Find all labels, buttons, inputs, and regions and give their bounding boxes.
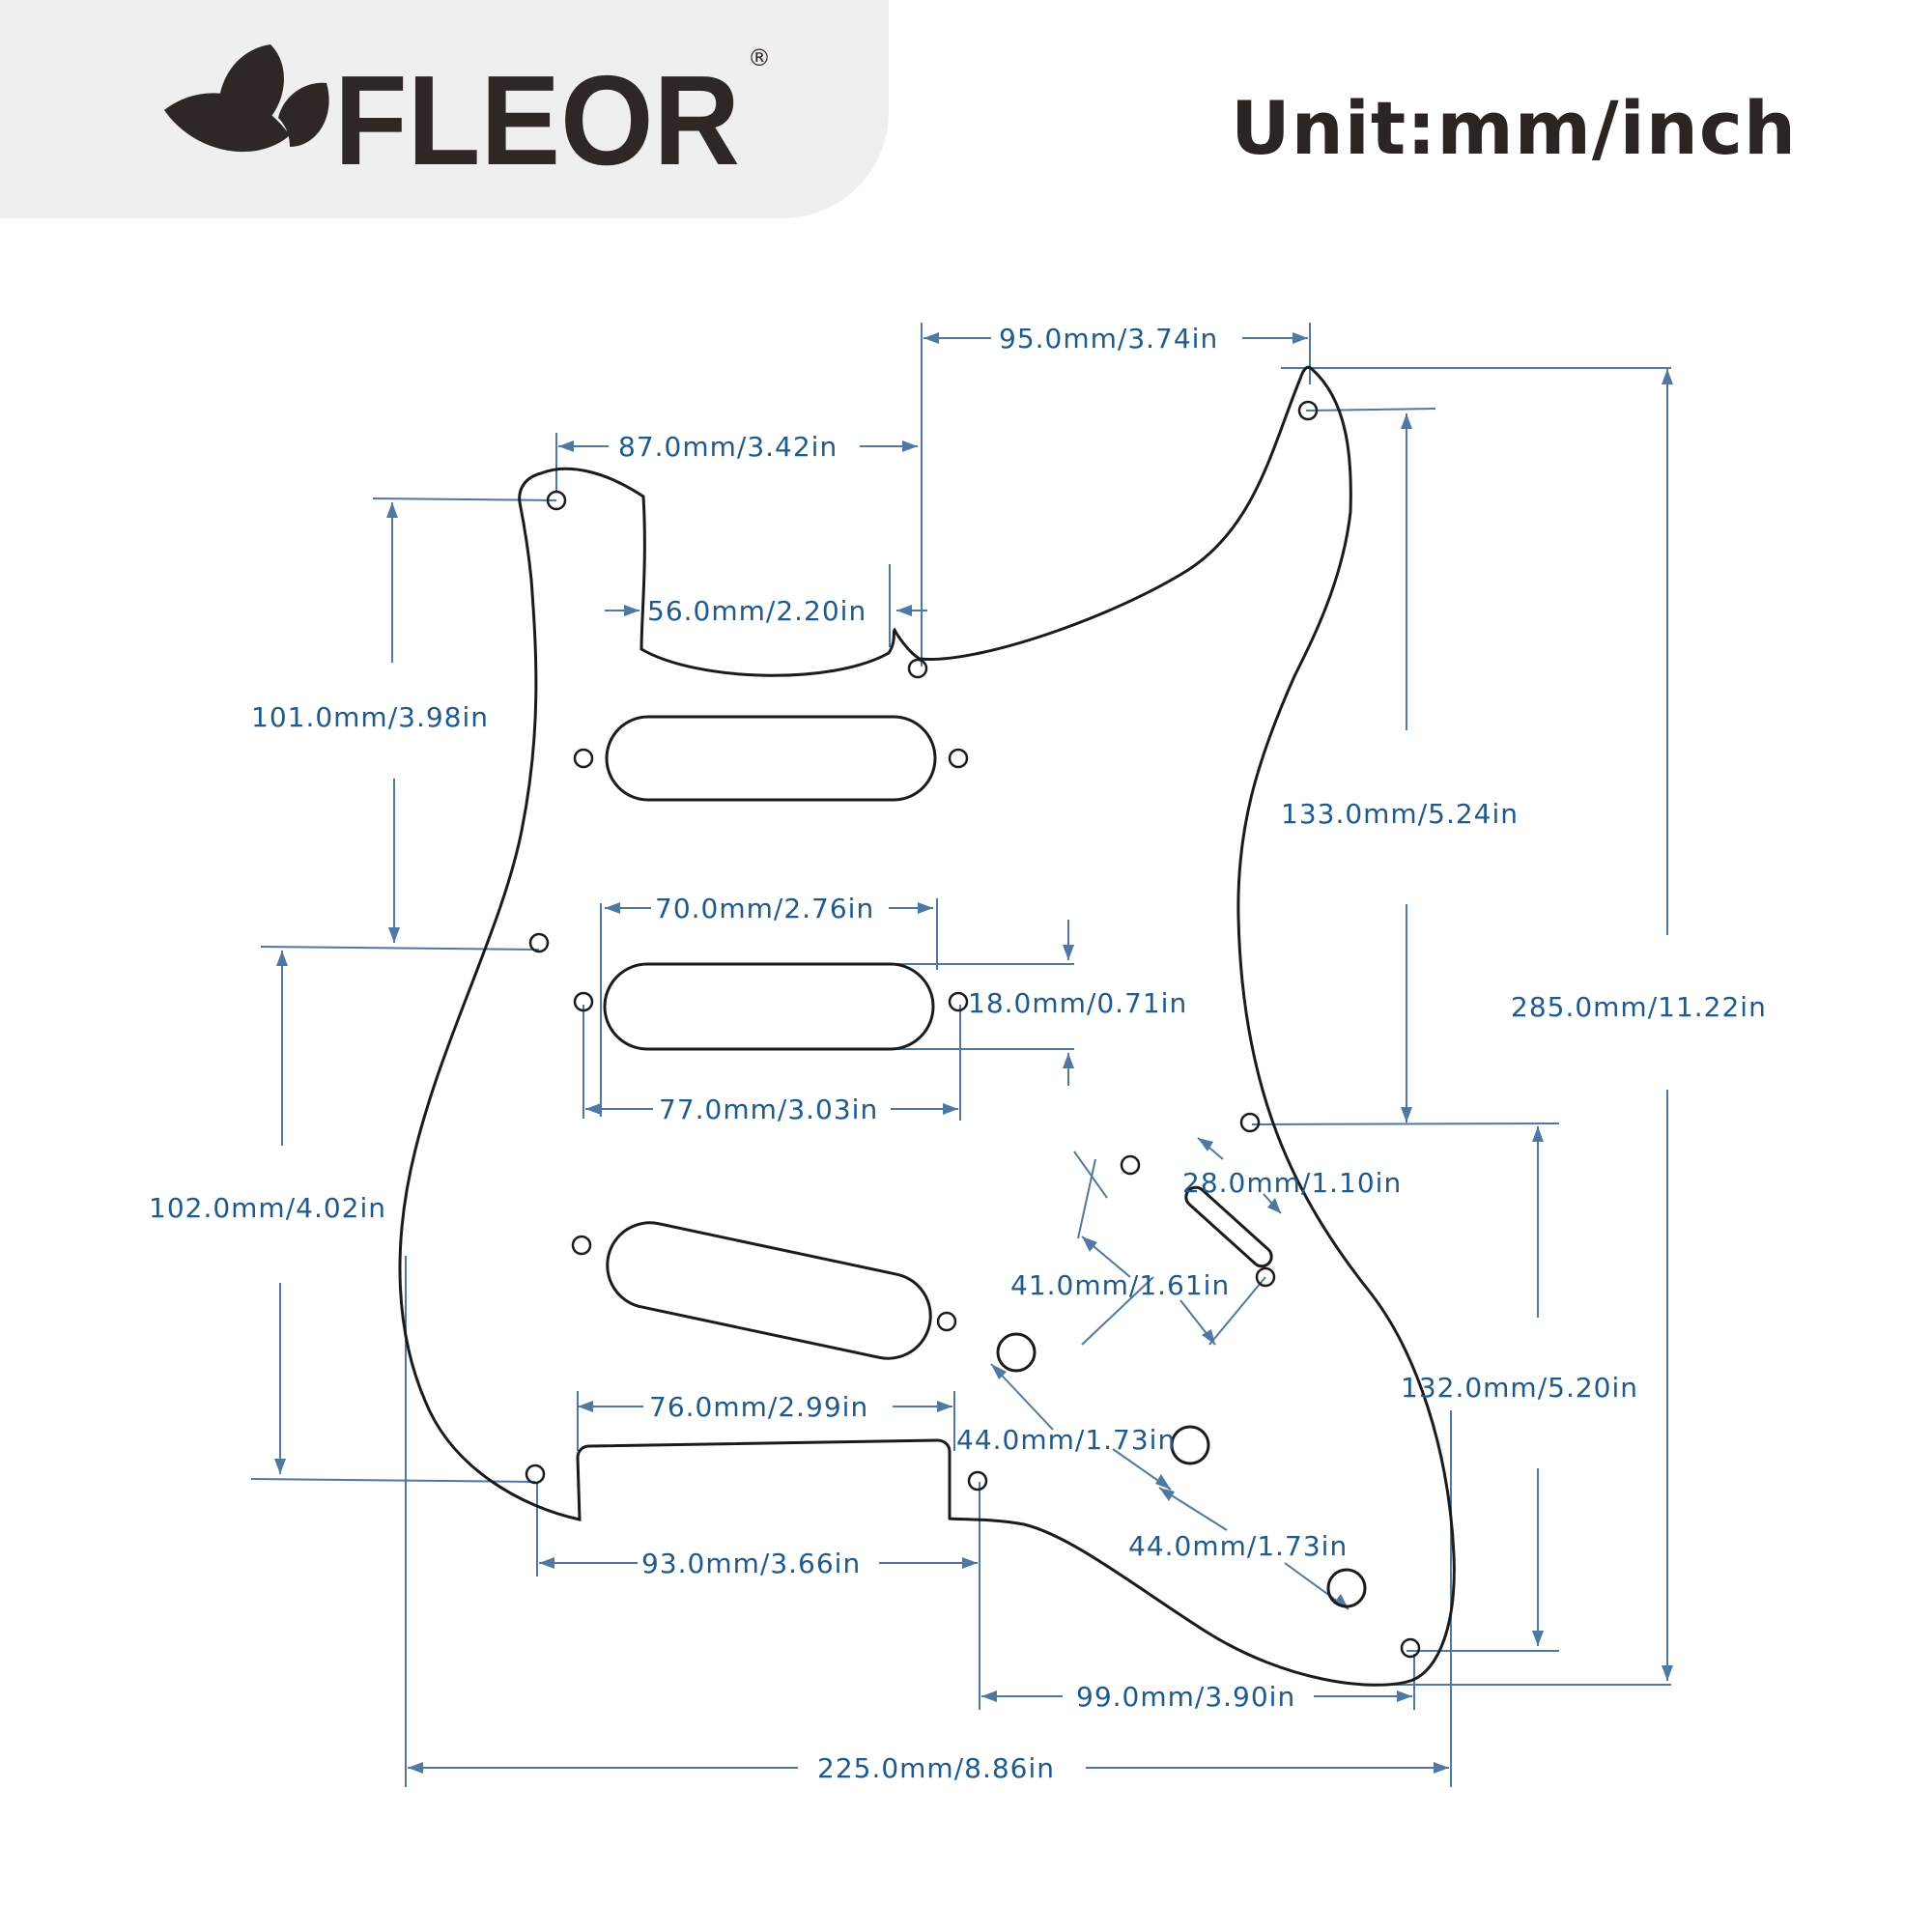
screw-hole [1297, 400, 1319, 421]
screw-hole [1400, 1637, 1421, 1659]
pickguard-outline [398, 365, 1456, 1687]
screw-hole [948, 748, 969, 769]
unit-title: Unit:mm/inch [1230, 85, 1797, 171]
dim-pickup-cutout-height: 18.0mm/0.71in [968, 987, 1187, 1019]
brand-logo: FLEOR ® [164, 44, 771, 174]
control-holes [996, 1332, 1367, 1608]
dimension-lines [250, 323, 1671, 1787]
dim-neck-pocket-width: 56.0mm/2.20in [647, 595, 867, 627]
screw-hole [573, 748, 594, 769]
dimension-labels: 95.0mm/3.74in 87.0mm/3.42in 56.0mm/2.20i… [149, 323, 1767, 1784]
dim-top-horn-width: 95.0mm/3.74in [999, 323, 1218, 355]
dim-overall-width: 225.0mm/8.86in [817, 1752, 1055, 1784]
dim-neck-screw-span: 87.0mm/3.42in [618, 431, 838, 463]
screw-hole [1255, 1266, 1276, 1288]
switch-slot [1184, 1185, 1273, 1268]
screw-hole [907, 658, 928, 679]
middle-pickup-cutout [603, 962, 935, 1051]
dim-overall-height: 285.0mm/11.22in [1511, 991, 1767, 1023]
registered-mark: ® [748, 44, 771, 71]
screw-hole [528, 932, 550, 953]
screw-hole [1120, 1154, 1141, 1176]
tone-knob-hole [1326, 1568, 1367, 1608]
dim-knob-spacing-2: 44.0mm/1.73in [1128, 1530, 1348, 1562]
screw-hole [967, 1470, 988, 1492]
dim-pickup-cutout-length: 70.0mm/2.76in [655, 893, 874, 924]
brand-panel [0, 0, 889, 218]
dim-bottom-screw-span: 93.0mm/3.66in [641, 1548, 861, 1579]
pickguard [398, 365, 1456, 1687]
screw-hole [525, 1463, 546, 1485]
dim-pickup-screw-span: 77.0mm/3.03in [659, 1094, 878, 1125]
leaf-logo-icon [164, 44, 329, 153]
volume-knob-hole [996, 1332, 1037, 1373]
screw-hole [948, 991, 969, 1012]
screw-holes [525, 400, 1421, 1659]
neck-pickup-cutout [605, 715, 937, 802]
dimension-arrows [274, 332, 1673, 1774]
dim-right-lower-height: 132.0mm/5.20in [1401, 1372, 1638, 1404]
screw-hole [573, 991, 594, 1012]
dim-left-lower-height: 102.0mm/4.02in [149, 1192, 386, 1224]
dim-right-upper-height: 133.0mm/5.24in [1281, 798, 1519, 830]
screw-hole [571, 1235, 592, 1256]
brand-name: FLEOR [334, 49, 740, 174]
screw-hole [1239, 1112, 1261, 1133]
screw-hole [546, 490, 567, 511]
dim-knob-spacing-1: 44.0mm/1.73in [956, 1424, 1176, 1456]
dim-left-upper-height: 101.0mm/3.98in [251, 701, 489, 733]
screw-hole [936, 1311, 957, 1332]
dim-tail-screw-span: 99.0mm/3.90in [1076, 1681, 1295, 1713]
tone-knob-hole [1170, 1425, 1210, 1465]
dim-switch-slot-length: 28.0mm/1.10in [1182, 1167, 1402, 1199]
bridge-pickup-cutout [606, 1221, 932, 1360]
dim-switch-screw-span: 41.0mm/1.61in [1010, 1269, 1230, 1301]
dim-bridge-cutout-width: 76.0mm/2.99in [649, 1391, 868, 1423]
